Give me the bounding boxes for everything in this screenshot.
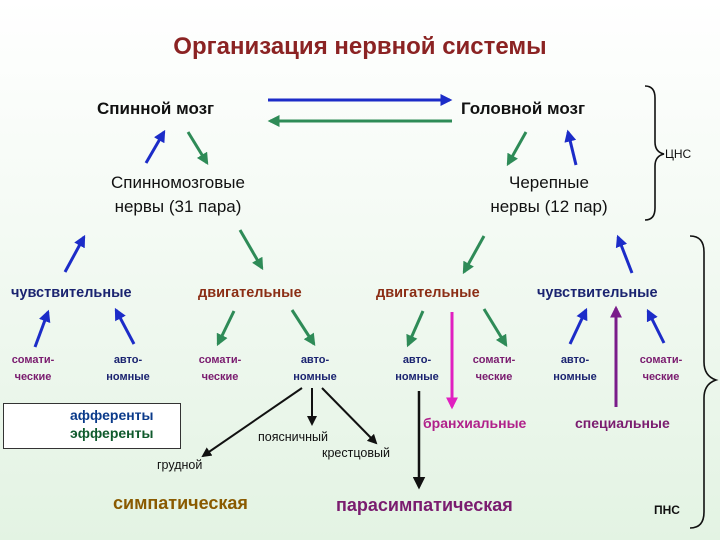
spinal-nerves-line1: Спинномозговые (111, 173, 245, 192)
arrow-spinal-sensory (63, 234, 86, 273)
arrow-efferent-spinal-nerves (186, 131, 209, 166)
cns-label: ЦНС (665, 147, 692, 161)
spinal-sensory-auto: авто- номные (100, 352, 156, 386)
pns-brace (689, 235, 719, 529)
cranial-nerves-line2: нервы (12 пар) (490, 197, 608, 216)
spinal-sensory-somatic: сомати- ческие (5, 352, 61, 386)
sympathetic-label: симпатическая (113, 493, 248, 513)
cranial-sensory-somatic: сомати- ческие (633, 352, 689, 386)
spinal-cord-label: Спинной мозг (97, 99, 215, 118)
branchial-label: бранхиальные (423, 415, 527, 431)
arrow-cranial-sens-auto (568, 307, 588, 345)
spinal-sensory-label: чувствительные (11, 285, 132, 301)
arrow-spinal-somatic-sensory (33, 309, 51, 348)
arrow-auto-sacral (321, 387, 378, 445)
cranial-sensory-auto-l2: номные (553, 371, 597, 383)
cranial-motor-somatic-l1: сомати- (472, 354, 516, 366)
arrow-cranial-motor (462, 235, 486, 275)
arrow-auto-thoracic (201, 387, 303, 458)
arrow-spinal-motor-auto (290, 309, 316, 347)
spinal-motor-label: двигательные (198, 285, 302, 301)
spinal-motor-auto-l1: авто- (300, 354, 330, 366)
pns-label: ПНС (654, 503, 680, 517)
spinal-sensory-auto-l2: номные (106, 371, 150, 383)
spinal-nerves: Спинномозговые нервы (31 пара) (78, 171, 278, 219)
spinal-motor-auto-l2: номные (293, 371, 337, 383)
arrow-cranial-motor-somatic (482, 308, 508, 348)
arrow-spinal-motor (238, 229, 264, 271)
arrow-efferent-cranial-nerves (506, 131, 528, 167)
thoracic-label: грудной (157, 458, 203, 472)
spinal-motor-somatic-l1: сомати- (198, 354, 242, 366)
spinal-motor-somatic: сомати- ческие (192, 352, 248, 386)
lumbar-label: поясничный (258, 430, 329, 444)
spinal-nerves-line2: нервы (31 пара) (114, 197, 242, 216)
cns-brace (644, 85, 665, 221)
arrow-cranial-sensory (615, 234, 634, 274)
spinal-sensory-somatic-l2: ческие (14, 371, 52, 383)
arrow-spinal-motor-somatic (216, 310, 236, 347)
arrow-spinal-auto-sensory (114, 307, 136, 345)
cranial-motor-label: двигательные (376, 285, 480, 301)
cranial-sensory-auto-l1: авто- (560, 354, 590, 366)
parasympathetic-label: парасимпатическая (336, 495, 513, 515)
arrow-cranial-motor-auto (406, 310, 425, 348)
spinal-motor-somatic-l2: ческие (201, 371, 239, 383)
brain-label: Головной мозг (461, 99, 586, 118)
spinal-sensory-somatic-l1: сомати- (11, 354, 55, 366)
cranial-sensory-label: чувствительные (537, 285, 658, 301)
legend-efferent-label: эфференты (70, 425, 154, 441)
cranial-sensory-somatic-l2: ческие (642, 371, 680, 383)
cranial-sensory-somatic-l1: сомати- (639, 354, 683, 366)
cranial-motor-somatic-l2: ческие (475, 371, 513, 383)
special-label: специальные (575, 415, 670, 431)
cranial-nerves: Черепные нервы (12 пар) (449, 171, 649, 219)
arrow-afferent-spinal-nerves (144, 129, 166, 164)
cranial-sensory-auto: авто- номные (547, 352, 603, 386)
cranial-motor-auto: авто- номные (389, 352, 445, 386)
cranial-motor-somatic: сомати- ческие (466, 352, 522, 386)
arrow-afferent-cranial-nerves (564, 129, 578, 166)
arrow-cranial-sens-somatic (646, 308, 666, 344)
sacral-label: крестцовый (322, 446, 390, 460)
spinal-motor-auto: авто- номные (287, 352, 343, 386)
cranial-motor-auto-l2: номные (395, 371, 439, 383)
legend (3, 403, 181, 449)
cranial-motor-auto-l1: авто- (402, 354, 432, 366)
spinal-sensory-auto-l1: авто- (113, 354, 143, 366)
cranial-nerves-line1: Черепные (509, 173, 589, 192)
legend-afferent-label: афференты (70, 407, 154, 423)
page-title: Организация нервной системы (173, 33, 547, 60)
